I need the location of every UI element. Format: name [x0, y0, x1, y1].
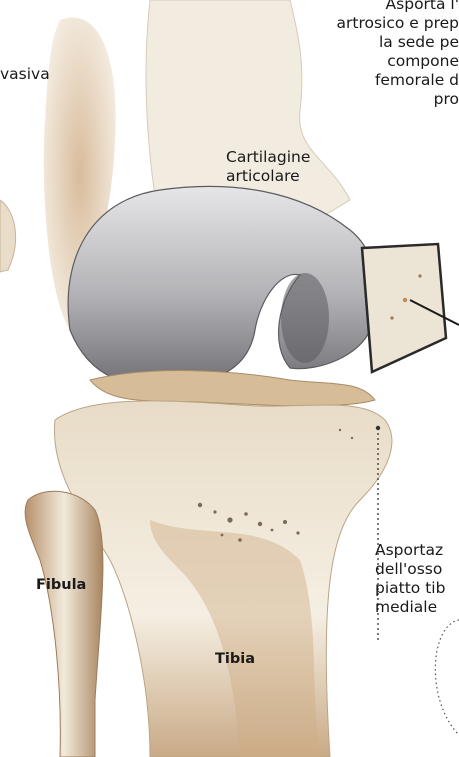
cartilage-label-line: articolare: [226, 167, 310, 186]
tibia-label: Tibia: [215, 650, 255, 669]
caption-line: piatto tib: [375, 579, 445, 598]
top-right-caption: Asporta l' artrosico e prep la sede pe c…: [337, 0, 459, 109]
caption-line: artrosico e prep: [337, 14, 459, 33]
caption-line: mediale: [375, 598, 445, 617]
fibula-bone: [25, 491, 103, 757]
fibula-label: Fibula: [36, 576, 86, 595]
caption-line: pro: [337, 90, 459, 109]
bottom-right-caption: Asportaz dell'osso piatto tib mediale: [375, 541, 445, 617]
left-caption: vasiva: [0, 65, 50, 84]
caption-line: Asportaz: [375, 541, 445, 560]
caption-line: compone: [337, 52, 459, 71]
cartilage-label: Cartilagine articolare: [226, 148, 310, 186]
caption-line: femorale d: [337, 71, 459, 90]
condyle-notch-shadow: [281, 273, 329, 363]
meniscus: [90, 371, 375, 406]
left-bone-edge: [0, 200, 16, 272]
caption-line: la sede pe: [337, 33, 459, 52]
femoral-condyle: [68, 186, 377, 386]
caption-line: Asporta l': [337, 0, 459, 14]
inset-dotted-circle: [435, 620, 459, 735]
caption-line: dell'osso: [375, 560, 445, 579]
femoral-resection-block: [362, 244, 446, 372]
cartilage-label-line: Cartilagine: [226, 148, 310, 167]
